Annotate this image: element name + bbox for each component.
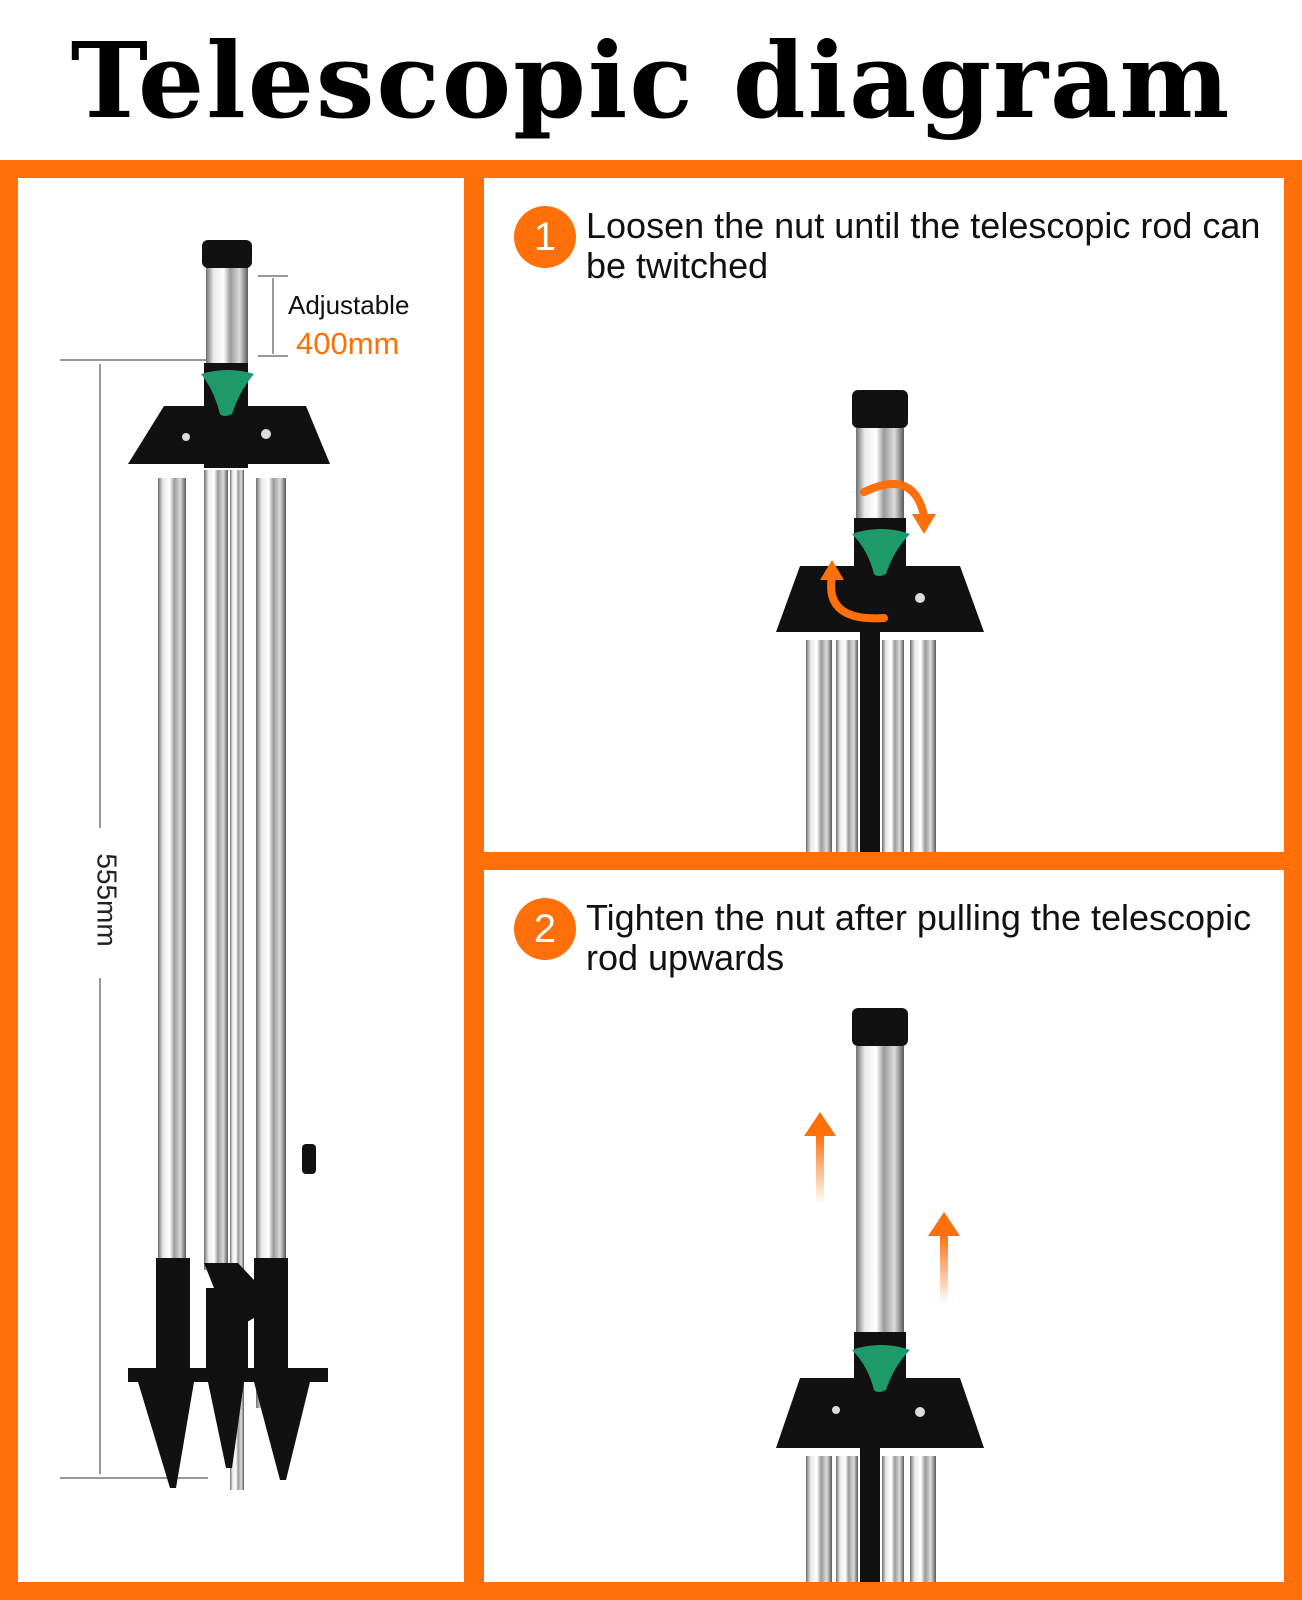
adjustable-value: 400mm	[296, 326, 400, 361]
full-sprinkler-illustration	[60, 240, 330, 1490]
height-dimension-lines	[60, 275, 288, 1479]
step-1: 1 Loosen the nut until the telescopic ro…	[514, 206, 1266, 286]
step-2: 2 Tighten the nut after pulling the tele…	[514, 898, 1266, 978]
page-title: Telescopic diagram	[70, 18, 1232, 142]
step-2-panel: 2 Tighten the nut after pulling the tele…	[484, 870, 1284, 1582]
adjustable-label: Adjustable	[288, 290, 410, 320]
step-1-text: Loosen the nut until the telescopic rod …	[586, 205, 1261, 286]
orange-frame: Adjustable 400mm 555mm 1 Loosen the nut …	[0, 160, 1302, 1600]
height-value: 555mm	[91, 853, 123, 947]
step-1-panel: 1 Loosen the nut until the telescopic ro…	[484, 178, 1284, 852]
step-2-text: Tighten the nut after pulling the telesc…	[586, 897, 1252, 978]
step-2-illustration	[776, 1008, 984, 1582]
step-2-number: 2	[514, 898, 576, 960]
rotate-arrows-icon	[827, 480, 928, 623]
up-arrow-icon	[928, 1212, 960, 1304]
left-panel: Adjustable 400mm 555mm	[18, 178, 464, 1582]
step-1-illustration	[776, 390, 984, 852]
step-1-number: 1	[514, 206, 576, 268]
up-arrow-icon	[804, 1112, 836, 1204]
